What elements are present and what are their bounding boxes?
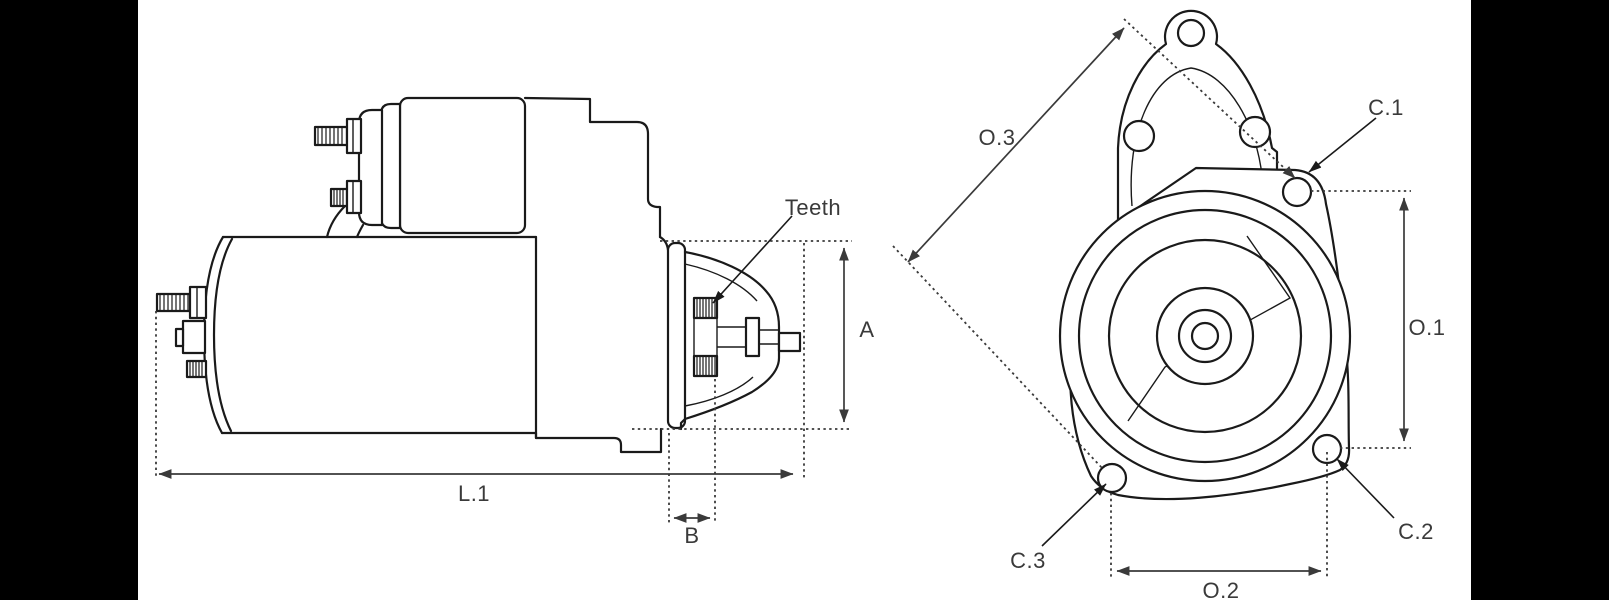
shaft-tip: [777, 331, 802, 353]
front-view-dimensions: O.3 C.1 O.1 C.2 C.3 O.2: [892, 18, 1446, 600]
c2-leader-line: [1336, 458, 1395, 519]
bell-right-hole: [1238, 115, 1272, 149]
dim-label-o1: O.1: [1409, 315, 1446, 340]
dim-label-c2: C.2: [1398, 519, 1434, 544]
dim-label-l1: L.1: [458, 481, 490, 506]
dim-label-c3: C.3: [1010, 548, 1046, 573]
dim-label-c1: C.1: [1368, 95, 1404, 120]
shaft-hub-circles: [1155, 286, 1255, 386]
solenoid-cap: [357, 108, 384, 227]
body-terminal-stud-lower: [185, 359, 208, 379]
bell-top-hole: [1176, 18, 1206, 48]
starter-side-view: L.1 B A Teeth: [155, 96, 874, 548]
c3-leader-line: [1041, 483, 1107, 547]
dim-label-o3: O.3: [979, 125, 1016, 150]
solenoid-terminal-stud-lower: [329, 179, 363, 215]
starter-front-view: O.3 C.1 O.1 C.2 C.3 O.2: [892, 9, 1446, 600]
solenoid-cap-ring: [379, 102, 402, 230]
body-connector-block: [174, 319, 207, 355]
nose-cone: [679, 250, 802, 431]
side-view-dimensions: L.1 B A Teeth: [155, 195, 874, 548]
bolt-hole-c2: [1311, 433, 1343, 465]
solenoid-step-outline: [523, 96, 662, 239]
gearbox-bell-housing: [1116, 9, 1279, 226]
c1-leader-line: [1308, 117, 1377, 173]
pinion-gear: [692, 296, 719, 378]
motor-body: [155, 235, 538, 440]
dim-label-o2: O.2: [1203, 578, 1240, 600]
right-letterbox-bar: [1471, 0, 1609, 600]
solenoid-terminal-stud-upper: [313, 117, 363, 155]
bolt-hole-c1: [1281, 176, 1313, 208]
solenoid-body: [398, 96, 527, 235]
solenoid: [313, 96, 662, 239]
dimension-line-o3: [907, 27, 1125, 263]
teeth-label: Teeth: [785, 195, 841, 220]
teeth-leader-line: [712, 215, 793, 304]
left-letterbox-bar: [0, 0, 138, 600]
dim-label-a: A: [859, 317, 874, 342]
pinion-shaft: [717, 316, 802, 358]
dim-label-b: B: [684, 523, 699, 548]
body-terminal-stud-upper: [155, 285, 208, 320]
drive-end-housing: [534, 235, 687, 454]
bell-left-hole: [1122, 119, 1156, 153]
mounting-flange-edge: [666, 241, 687, 430]
